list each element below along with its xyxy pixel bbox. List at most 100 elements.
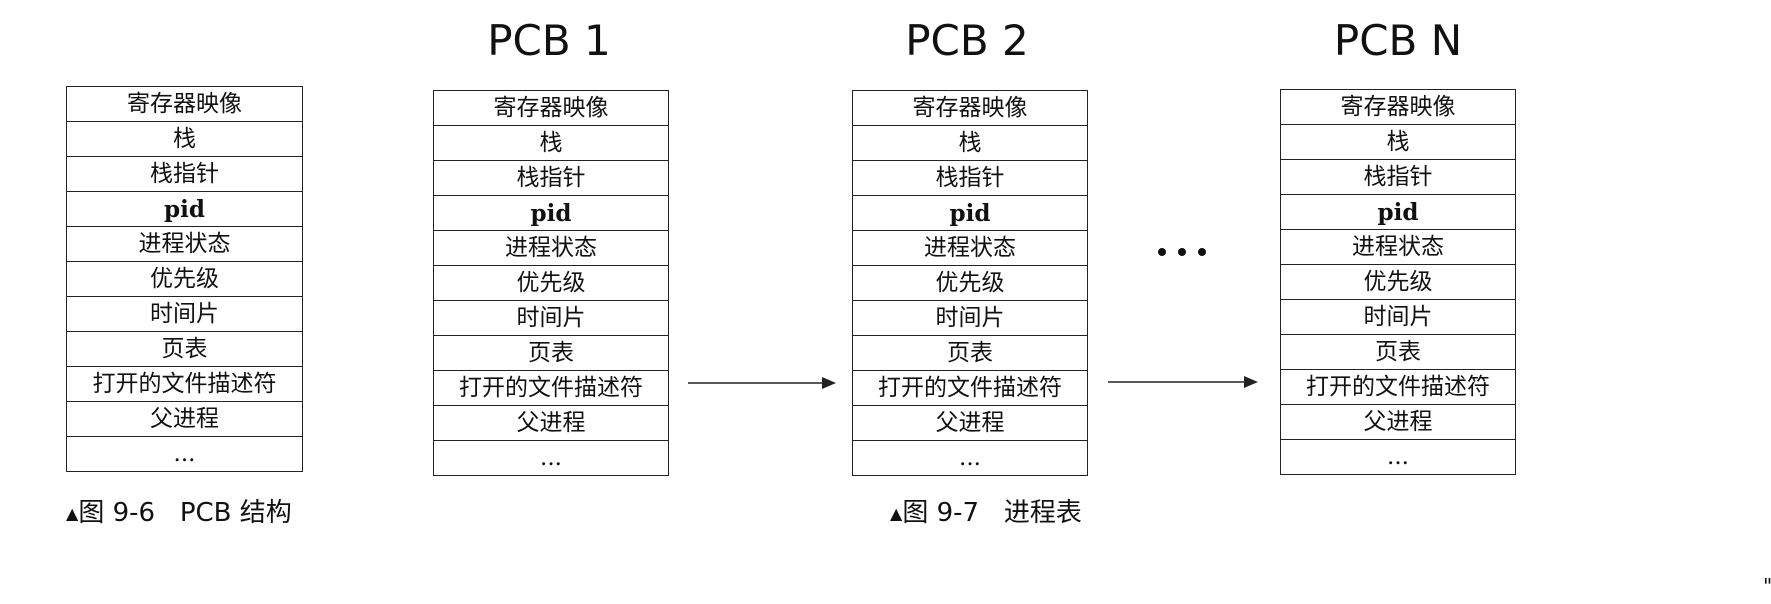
pcb-field-cell: 打开的文件描述符: [1280, 369, 1516, 405]
pcb-field-cell: 寄存器映像: [852, 90, 1088, 126]
pcb-row: 栈: [66, 121, 303, 157]
pcb-row: 进程状态: [433, 230, 669, 266]
arrow-pcb2-to-pcbn: [1108, 376, 1258, 388]
pcb-field-cell: 页表: [852, 335, 1088, 371]
pcb-row: 页表: [1280, 334, 1516, 370]
pcb-row: 进程状态: [1280, 229, 1516, 265]
caption-fig-9-6: ▲图 9-6 PCB 结构: [66, 492, 292, 529]
pcb-1-title: PCB 1: [487, 16, 611, 65]
pcb-field-cell: 寄存器映像: [433, 90, 669, 126]
pcb-field-cell: 栈: [433, 125, 669, 161]
pcb-field-cell: 进程状态: [66, 226, 303, 262]
pcb-field-cell: 优先级: [433, 265, 669, 301]
pcb-field-cell: 栈: [66, 121, 303, 157]
pcb-row: 打开的文件描述符: [433, 370, 669, 406]
pcb-row: ...: [433, 440, 669, 476]
pcb-field-cell: 父进程: [66, 401, 303, 437]
pcb-row: 打开的文件描述符: [66, 366, 303, 402]
pcb-row: 寄存器映像: [852, 90, 1088, 126]
pcb-field-cell: 时间片: [1280, 299, 1516, 335]
pcb-field-cell: 栈指针: [852, 160, 1088, 196]
pcb-field-cell: pid: [66, 191, 303, 227]
pcb-field-cell: pid: [1280, 194, 1516, 230]
pcb-row: pid: [852, 195, 1088, 231]
pcb-row: 栈: [433, 125, 669, 161]
dot: [1178, 248, 1186, 256]
pcb-field-cell: 栈指针: [66, 156, 303, 192]
pcb-field-cell: pid: [433, 195, 669, 231]
triangle-icon: ▲: [66, 504, 79, 523]
pcb-row: 时间片: [852, 300, 1088, 336]
pcb-field-cell: ...: [852, 440, 1088, 476]
pcb-row: 优先级: [1280, 264, 1516, 300]
pcb-row: 寄存器映像: [1280, 89, 1516, 125]
pcb-row: 进程状态: [852, 230, 1088, 266]
caption-fig-9-7-text: 图 9-7 进程表: [902, 498, 1082, 528]
pcb-row: 页表: [433, 335, 669, 371]
triangle-icon: ▲: [890, 504, 903, 523]
pcb-row: 栈: [1280, 124, 1516, 160]
pcb-row: ...: [852, 440, 1088, 476]
pcb-row: 进程状态: [66, 226, 303, 262]
pcb-2-title: PCB 2: [905, 16, 1029, 65]
caption-fig-9-6-text: 图 9-6 PCB 结构: [78, 498, 292, 528]
pcb-row: 页表: [852, 335, 1088, 371]
pcb-row: 打开的文件描述符: [852, 370, 1088, 406]
pcb-row: 打开的文件描述符: [1280, 369, 1516, 405]
pcb-field-cell: 时间片: [66, 296, 303, 332]
pcb-row: pid: [66, 191, 303, 227]
pcb-row: 时间片: [433, 300, 669, 336]
pcb-row: 父进程: [433, 405, 669, 441]
edge-artifact: ": [1763, 574, 1771, 598]
pcb-field-cell: ...: [66, 436, 303, 472]
pcb-row: 时间片: [1280, 299, 1516, 335]
pcb-row: 时间片: [66, 296, 303, 332]
pcb-row: 页表: [66, 331, 303, 367]
caption-fig-9-7: ▲图 9-7 进程表: [890, 492, 1082, 529]
pcb-field-cell: 页表: [433, 335, 669, 371]
pcb-row: 父进程: [66, 401, 303, 437]
pcb-row: 父进程: [852, 405, 1088, 441]
arrow-pcb1-to-pcb2: [688, 377, 836, 389]
pcb-row: 栈指针: [433, 160, 669, 196]
pcb-row: 父进程: [1280, 404, 1516, 440]
pcb-field-cell: 进程状态: [433, 230, 669, 266]
pcb-field-cell: 打开的文件描述符: [433, 370, 669, 406]
pcb-row: 栈指针: [1280, 159, 1516, 195]
pcb-row: 寄存器映像: [433, 90, 669, 126]
pcb-field-cell: 优先级: [1280, 264, 1516, 300]
pcb-n-title: PCB N: [1333, 16, 1463, 65]
pcb-row: 栈指针: [66, 156, 303, 192]
pcb-row: 寄存器映像: [66, 86, 303, 122]
pcb-field-cell: ...: [433, 440, 669, 476]
dot: [1198, 248, 1206, 256]
pcb-row: 优先级: [433, 265, 669, 301]
pcb-row: 栈: [852, 125, 1088, 161]
pcb-field-cell: 父进程: [852, 405, 1088, 441]
pcb-field-cell: 优先级: [852, 265, 1088, 301]
pcb-field-cell: 寄存器映像: [66, 86, 303, 122]
pcb-row: pid: [1280, 194, 1516, 230]
pcb-field-cell: 父进程: [1280, 404, 1516, 440]
pcb-field-cell: 进程状态: [852, 230, 1088, 266]
pcb-field-cell: 时间片: [433, 300, 669, 336]
pcb-field-cell: 栈指针: [1280, 159, 1516, 195]
dot: [1158, 248, 1166, 256]
pcb-row: ...: [66, 436, 303, 472]
pcb-row: 优先级: [852, 265, 1088, 301]
pcb-field-cell: 打开的文件描述符: [66, 366, 303, 402]
ellipsis-dots: [1158, 248, 1206, 256]
pcb-field-cell: 页表: [1280, 334, 1516, 370]
pcb-field-cell: 父进程: [433, 405, 669, 441]
pcb-field-cell: 寄存器映像: [1280, 89, 1516, 125]
pcb-field-cell: ...: [1280, 439, 1516, 475]
pcb-field-cell: 栈: [852, 125, 1088, 161]
pcb-field-cell: 进程状态: [1280, 229, 1516, 265]
pcb-row: 栈指针: [852, 160, 1088, 196]
pcb-field-cell: pid: [852, 195, 1088, 231]
pcb-row: ...: [1280, 439, 1516, 475]
pcb-field-cell: 优先级: [66, 261, 303, 297]
